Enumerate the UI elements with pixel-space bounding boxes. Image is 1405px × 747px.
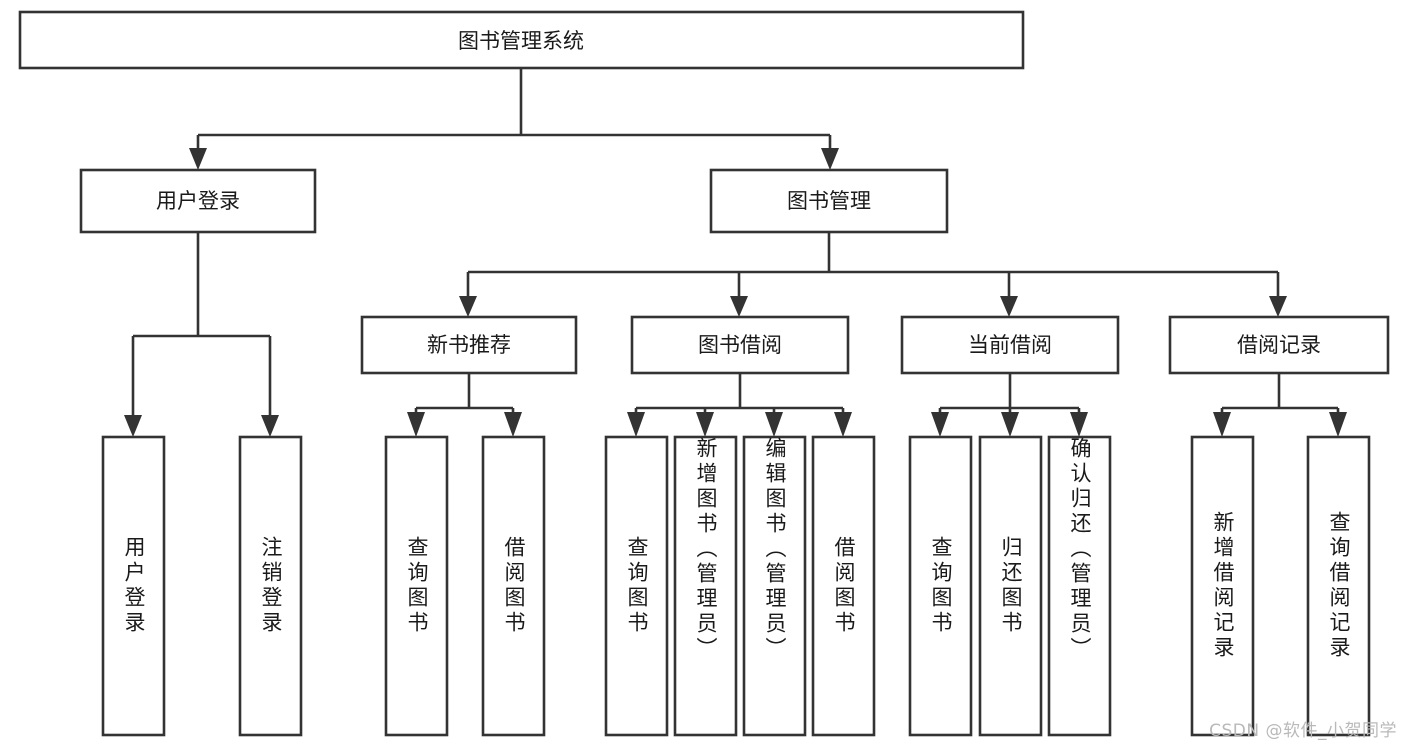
leaf-logout-box[interactable] xyxy=(238,435,303,737)
leaf-borrow-book-1-box[interactable] xyxy=(481,435,546,737)
leaf-add-book-box[interactable] xyxy=(673,435,738,737)
leaf-query-record-box[interactable] xyxy=(1306,435,1371,737)
node-book-manage[interactable]: 图书管理 xyxy=(709,168,949,234)
arrow-head-leaf-query-book-1 xyxy=(407,412,425,437)
arrow-head-leaf-query-book-2 xyxy=(627,412,645,437)
node-borrow-record[interactable]: 借阅记录 xyxy=(1168,315,1390,375)
arrow-head-leaf-query-book-3 xyxy=(931,412,949,437)
connector-group-current-borrow-leaves xyxy=(931,373,1088,437)
csdn-watermark: CSDN @软件_小贺同学 xyxy=(1209,721,1397,741)
node-borrow-record-box[interactable] xyxy=(1168,315,1390,375)
node-current-borrow-label: 当前借阅 xyxy=(968,333,1052,357)
node-borrow-record-label: 借阅记录 xyxy=(1237,333,1321,357)
arrow-head-leaf-borrow-book-2 xyxy=(834,412,852,437)
arrow-head-book-manage xyxy=(821,148,839,170)
arrow-head-leaf-user-login xyxy=(124,415,142,437)
node-new-book-rec-label: 新书推荐 xyxy=(427,333,511,357)
connector-group-new-book-rec-leaves xyxy=(407,373,522,437)
connector-group-book-borrow-leaves xyxy=(627,373,852,437)
node-user-login-label: 用户登录 xyxy=(156,189,240,213)
node-book-borrow-box[interactable] xyxy=(630,315,850,375)
leaf-add-record-box[interactable] xyxy=(1190,435,1255,737)
leaf-confirm-return-box[interactable] xyxy=(1047,435,1112,737)
arrow-head-new-book-rec xyxy=(459,296,477,317)
arrow-head-current-borrow xyxy=(1000,296,1018,317)
node-new-book-rec[interactable]: 新书推荐 xyxy=(360,315,578,375)
leaf-borrow-book-2-box[interactable] xyxy=(811,435,876,737)
node-root-label: 图书管理系统 xyxy=(458,29,584,53)
connector-group-root xyxy=(189,68,839,170)
arrow-head-leaf-edit-book xyxy=(765,412,783,437)
node-book-manage-label: 图书管理 xyxy=(787,189,871,213)
leaf-return-book-box[interactable] xyxy=(978,435,1043,737)
arrow-head-leaf-query-record xyxy=(1329,412,1347,437)
connector-group-borrow-record-leaves xyxy=(1213,373,1347,437)
node-root-box[interactable] xyxy=(18,10,1025,70)
arrow-head-leaf-logout xyxy=(261,415,279,437)
arrow-head-leaf-borrow-book-1 xyxy=(504,412,522,437)
node-current-borrow-box[interactable] xyxy=(900,315,1120,375)
arrow-head-leaf-return-book xyxy=(1001,412,1019,437)
node-book-manage-box[interactable] xyxy=(709,168,949,234)
arrow-head-leaf-add-record xyxy=(1213,412,1231,437)
node-root[interactable]: 图书管理系统 xyxy=(18,10,1025,70)
arrow-head-book-borrow xyxy=(730,296,748,317)
node-new-book-rec-box[interactable] xyxy=(360,315,578,375)
arrow-head-user-login xyxy=(189,148,207,170)
leaf-query-book-3-box[interactable] xyxy=(908,435,973,737)
leaf-boxes-group xyxy=(101,435,1371,737)
connector-group-user-login-leaves xyxy=(124,232,279,437)
leaf-edit-book-box[interactable] xyxy=(742,435,807,737)
node-current-borrow[interactable]: 当前借阅 xyxy=(900,315,1120,375)
connector-group-book-manage xyxy=(459,232,1287,317)
node-book-borrow-label: 图书借阅 xyxy=(698,333,782,357)
arrow-head-leaf-add-book xyxy=(696,412,714,437)
node-user-login[interactable]: 用户登录 xyxy=(79,168,317,234)
leaf-user-login-box[interactable] xyxy=(101,435,166,737)
node-book-borrow[interactable]: 图书借阅 xyxy=(630,315,850,375)
leaf-query-book-1-box[interactable] xyxy=(384,435,449,737)
arrow-head-borrow-record xyxy=(1269,296,1287,317)
leaf-query-book-2-box[interactable] xyxy=(604,435,669,737)
arrow-head-leaf-confirm-return xyxy=(1070,412,1088,437)
